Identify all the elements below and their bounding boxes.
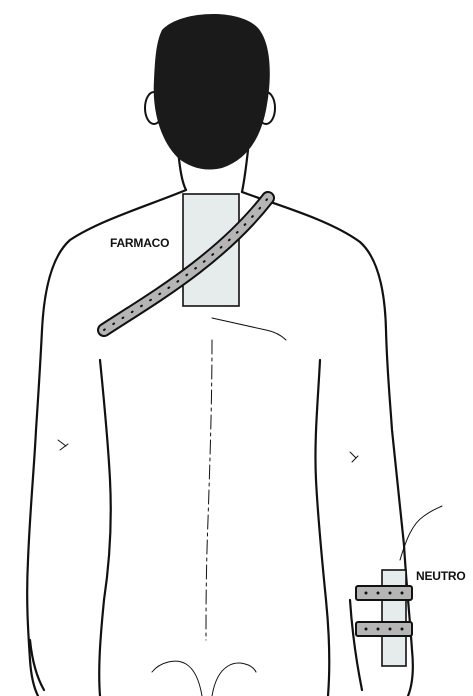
- elbow-crease-right: [350, 452, 358, 462]
- right-torso-side: [315, 360, 329, 696]
- buttocks-line: [152, 661, 202, 696]
- buttocks-line-right: [212, 663, 256, 696]
- shoulder-blade-line: [212, 318, 286, 340]
- left-torso-side: [99, 360, 111, 696]
- head-hair: [154, 14, 270, 170]
- neutral-label: NEUTRO: [416, 569, 465, 583]
- cord-line: [400, 506, 442, 560]
- right-forearm-inner: [350, 600, 362, 690]
- drug-label: FARMACO: [110, 236, 169, 250]
- neutral-pad: [382, 570, 406, 666]
- right-shoulder-arm-outline: [242, 192, 404, 545]
- right-neck-line: [242, 150, 248, 192]
- spine-line: [206, 340, 212, 640]
- elbow-crease-left: [58, 440, 68, 450]
